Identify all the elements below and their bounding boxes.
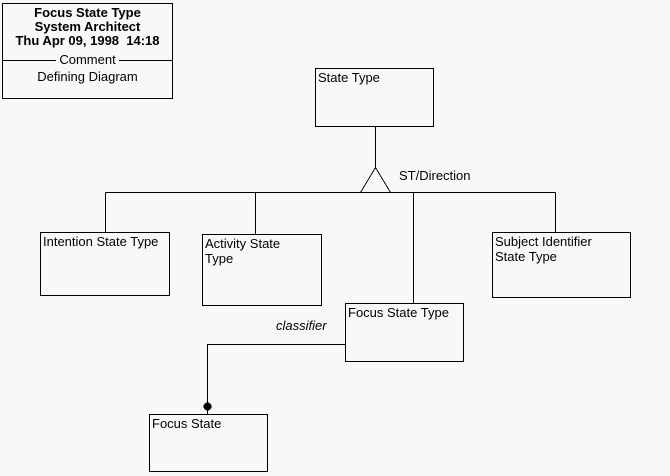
node-focus-state[interactable]: Focus State xyxy=(149,414,268,472)
classifier-connector-line xyxy=(207,344,345,414)
comment-divider: Comment xyxy=(3,52,173,67)
divider-label: Comment xyxy=(59,52,116,67)
classifier-dot-icon xyxy=(203,402,212,411)
generalization-triangle-icon xyxy=(359,166,392,193)
node-subject-identifier-state-type[interactable]: Subject Identifier State Type xyxy=(492,232,631,298)
node-activity-state-type[interactable]: Activity State Type xyxy=(202,234,322,306)
node-state-type[interactable]: State Type xyxy=(315,68,434,127)
node-focus-state-type[interactable]: Focus State Type xyxy=(345,303,464,362)
info-tool-name: System Architect xyxy=(34,19,141,34)
classifier-label: classifier xyxy=(276,318,327,333)
diagram-info-box: Focus State Type System Architect Thu Ap… xyxy=(2,3,173,99)
info-timestamp: Thu Apr 09, 1998 14:18 xyxy=(15,33,160,48)
generalization-label: ST/Direction xyxy=(399,168,471,183)
divider-line-right xyxy=(118,59,173,61)
info-comment: Defining Diagram xyxy=(37,69,138,84)
divider-line-left xyxy=(3,59,57,61)
node-intention-state-type[interactable]: Intention State Type xyxy=(40,232,170,296)
info-title: Focus State Type xyxy=(34,5,141,20)
